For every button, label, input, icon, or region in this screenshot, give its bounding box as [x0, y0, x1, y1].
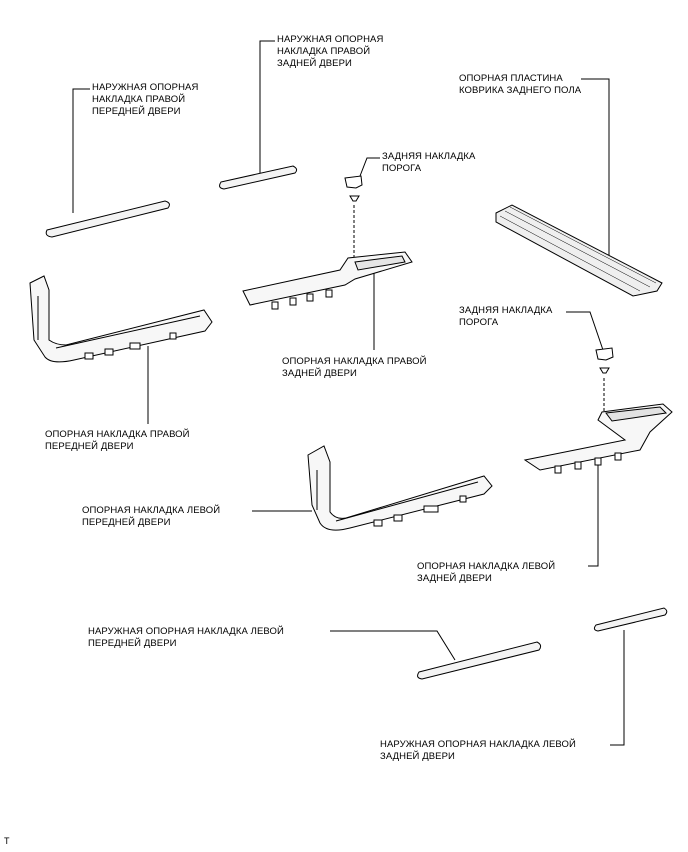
screw-1 [349, 195, 360, 202]
leader-outer-rf [72, 88, 90, 213]
outer-plate-right-front [45, 200, 170, 238]
outer-plate-left-rear [593, 607, 668, 632]
leader-outer-lr [610, 630, 625, 746]
leader-outer-lf [330, 630, 456, 661]
screw-2 [599, 367, 610, 374]
leader-scuff-lr [588, 460, 599, 567]
outer-plate-left-front [417, 641, 542, 680]
leader-outer-rr [259, 40, 275, 175]
scuff-plate-left-rear [523, 403, 673, 471]
leader-rear-cover-1 [359, 157, 380, 177]
corner-mark: T [4, 836, 10, 846]
clip-rear-1 [344, 175, 363, 189]
outer-plate-right-rear [219, 165, 298, 190]
leader-floor-plate [581, 78, 610, 262]
floor-mat-plate [495, 204, 663, 297]
scuff-plate-right-front [29, 275, 213, 363]
leader-rear-cover-2 [566, 311, 604, 351]
clip-rear-2 [595, 347, 614, 361]
